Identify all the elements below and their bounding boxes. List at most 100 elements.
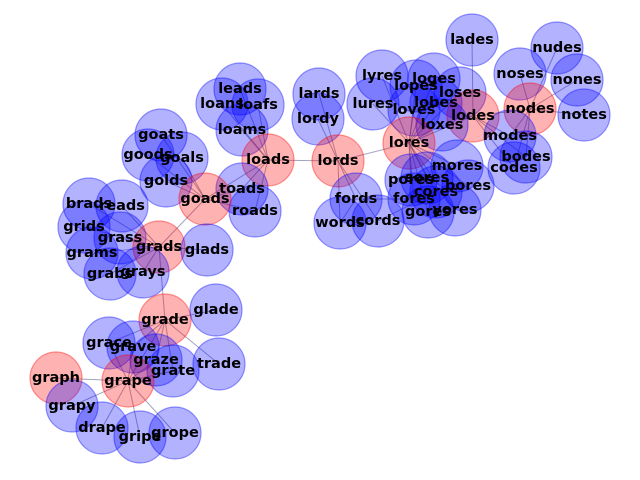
node-loges [407, 52, 461, 106]
node-label-grabs: grabs [87, 266, 133, 282]
node-grave [106, 320, 160, 374]
node-label-lards: lards [299, 86, 340, 102]
node-label-loges: loges [412, 71, 456, 87]
edge-goads-roads [204, 198, 256, 212]
edge-grads-glads [158, 246, 208, 251]
node-grope [148, 406, 202, 460]
edge-grape-graze [127, 359, 157, 382]
node-nudes [530, 21, 584, 75]
node-label-toads: toads [219, 181, 265, 197]
node-label-grass: grass [98, 230, 143, 246]
node-loams [215, 103, 269, 157]
edge-nodes-modes [509, 108, 531, 137]
edge-lores-fores [408, 142, 415, 200]
edge-lords-cords [337, 160, 379, 222]
edge-goads-goats [160, 134, 206, 200]
edge-nodes-bodes [525, 108, 531, 158]
node-lodes [446, 89, 500, 143]
node-golds [139, 154, 193, 208]
node-goods [121, 128, 175, 182]
node-label-loams: loams [218, 122, 266, 138]
edge-nodes-nones [529, 79, 578, 110]
node-lards [292, 67, 346, 121]
node-label-loses: loses [439, 85, 481, 101]
node-label-goods: goods [123, 147, 172, 163]
node-label-drape: drape [78, 420, 126, 436]
edge-lores-lodes [408, 115, 474, 144]
node-fores [387, 172, 441, 226]
edge-grads-brads [88, 203, 160, 248]
node-label-grate: grate [151, 363, 195, 379]
node-label-grace: grace [86, 335, 132, 351]
edge-lores-lyres [381, 75, 410, 144]
node-notes [557, 88, 611, 142]
edge-loads-lords [267, 159, 339, 162]
node-label-gripe: gripe [119, 429, 162, 445]
edge-nodes-notes [529, 108, 585, 116]
edge-lores-lopes [408, 85, 417, 144]
node-label-cores: cores [414, 184, 458, 200]
node-goals [155, 131, 209, 185]
edge-lodes-bodes [472, 115, 527, 158]
edge-grape-grope [127, 380, 176, 434]
node-leads [213, 62, 267, 116]
node-label-graze: graze [133, 352, 179, 368]
node-grape [101, 354, 155, 408]
node-gores [401, 185, 455, 239]
node-label-grays: grays [121, 264, 166, 280]
edge-goads-loads [204, 159, 269, 200]
node-lures [346, 77, 400, 131]
edge-lores-lobes [408, 102, 437, 144]
node-label-graph: graph [32, 370, 80, 386]
edge-loads-toads [241, 159, 269, 190]
node-label-fores: fores [393, 191, 435, 207]
node-label-lobes: lobes [414, 95, 458, 111]
node-goads [178, 172, 232, 226]
node-trade [192, 337, 246, 391]
node-fords [329, 172, 383, 226]
edge-goads-goods [147, 154, 206, 200]
node-label-grade: grade [141, 312, 189, 328]
edge-lodes-modes [472, 115, 511, 137]
edge-nodes-noses [519, 73, 531, 110]
node-label-lords: lords [317, 153, 358, 169]
edge-lodes-codes [472, 115, 515, 169]
edge-loads-loams [241, 129, 269, 161]
edge-grape-grapy [71, 380, 129, 407]
edge-goads-toads [204, 188, 243, 200]
node-grams [65, 226, 119, 280]
node-label-trade: trade [197, 356, 241, 372]
edge-grade-grave [132, 319, 166, 348]
node-label-roads: roads [232, 203, 278, 219]
node-cords [351, 194, 405, 248]
node-modes [483, 109, 537, 163]
node-label-glade: glade [193, 302, 239, 318]
node-sores [400, 151, 454, 205]
node-label-mores: mores [432, 158, 483, 174]
edge-lores-loxes [408, 124, 443, 144]
node-label-grape: grape [104, 373, 152, 389]
edges-layer [55, 39, 585, 438]
edge-lores-lures [372, 103, 410, 144]
node-lordy [291, 92, 345, 146]
edge-lores-cores [408, 142, 437, 193]
edge-goads-goals [181, 157, 206, 200]
edge-grads-grabs [109, 246, 160, 275]
edge-loads-loafs [257, 104, 269, 161]
node-grass [93, 211, 147, 265]
node-label-grads: grads [136, 239, 182, 255]
edge-grads-reads [121, 205, 160, 248]
edge-grade-grate [164, 319, 174, 372]
node-lades [445, 13, 499, 67]
node-grabs [83, 247, 137, 301]
node-label-cords: cords [356, 213, 401, 229]
node-grate [146, 344, 200, 398]
node-label-grids: grids [63, 219, 105, 235]
node-mores [430, 139, 484, 193]
node-toads [215, 162, 269, 216]
node-bores [441, 159, 495, 213]
node-label-nodes: nodes [505, 101, 554, 117]
node-label-loans: loans [200, 96, 244, 112]
edge-grads-goads [158, 198, 206, 248]
